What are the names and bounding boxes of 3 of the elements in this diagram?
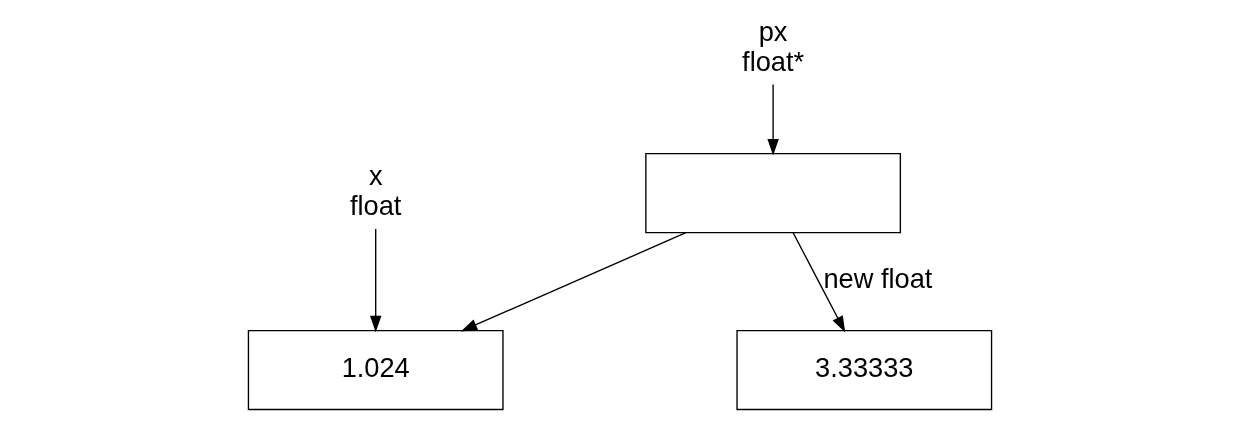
edge-label: new float — [823, 263, 933, 295]
node-text: x float — [349, 159, 402, 221]
node-text: px float* — [742, 15, 805, 77]
